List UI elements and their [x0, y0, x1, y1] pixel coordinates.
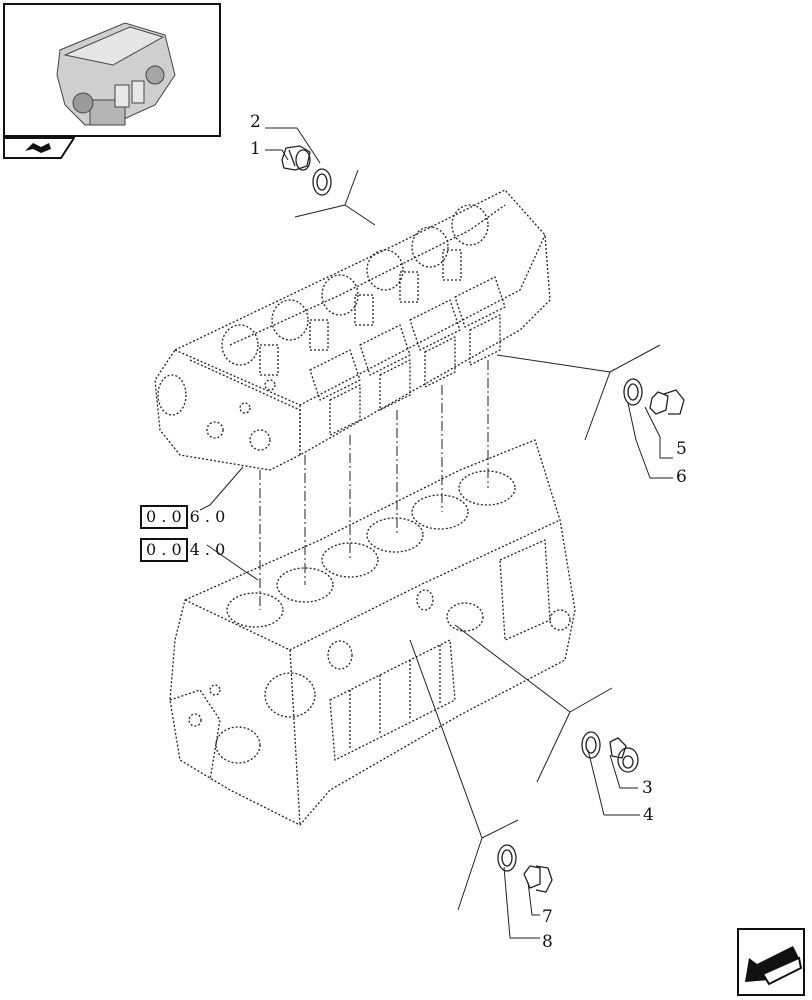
section-ref-box: 0 . 0 [140, 538, 188, 562]
assembly-tab[interactable] [3, 137, 75, 159]
callout-5: 5 [676, 439, 687, 459]
callout-7: 7 [542, 907, 553, 927]
part-1-plug [281, 145, 311, 171]
alignment-lines [259, 360, 489, 610]
part-3-plug [609, 737, 639, 773]
callout-3: 3 [642, 778, 653, 798]
part-6-washer [623, 378, 643, 406]
callout-2: 2 [250, 112, 261, 132]
cylinder-head [154, 189, 551, 471]
part-8-washer [497, 844, 517, 872]
section-ref-suffix: 4 . 0 [189, 540, 226, 559]
leader-lines [199, 127, 673, 939]
part-5-plug [649, 389, 685, 415]
engine-thumbnail-icon [56, 22, 176, 126]
section-ref-box: 0 . 0 [140, 505, 188, 529]
engine-block [169, 439, 576, 826]
part-4-washer [581, 731, 601, 759]
previous-page-button[interactable] [737, 928, 805, 996]
callout-4: 4 [643, 805, 654, 825]
part-7-plug [523, 865, 553, 893]
callout-6: 6 [676, 467, 687, 487]
assembly-tab-icon [3, 137, 75, 159]
engine-thumbnail[interactable] [3, 3, 221, 137]
part-2-washer [312, 168, 332, 196]
section-ref-suffix: 6 . 0 [189, 507, 226, 526]
previous-page-arrow-icon [745, 946, 803, 986]
callout-1: 1 [250, 139, 261, 159]
callout-8: 8 [542, 932, 553, 952]
